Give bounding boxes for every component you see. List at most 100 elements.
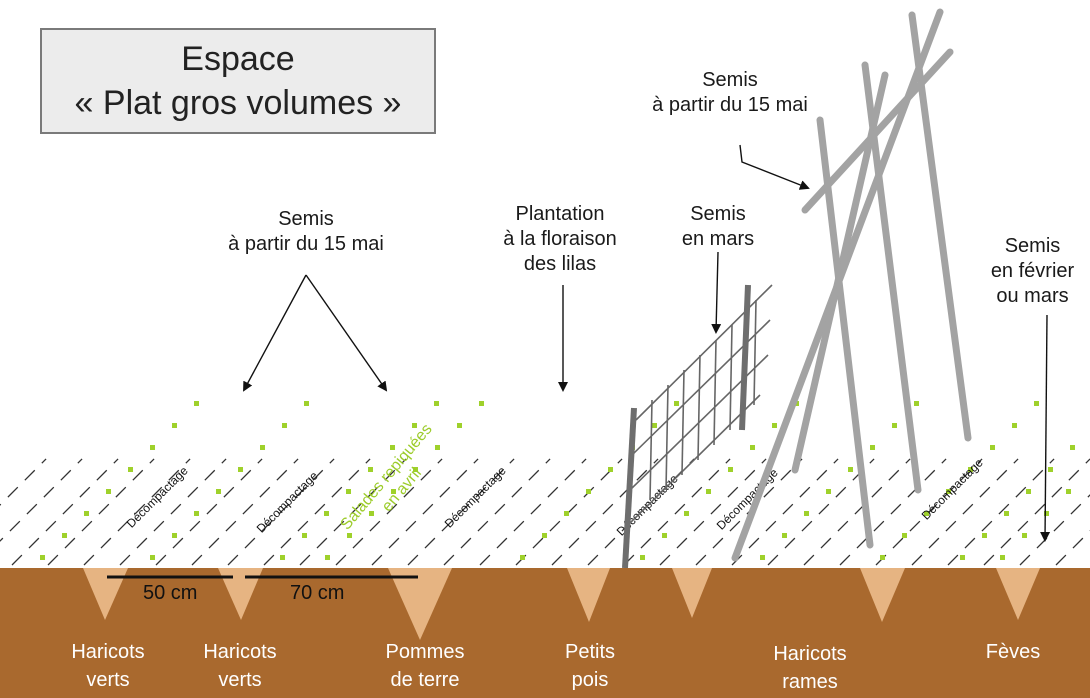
seed-dot xyxy=(412,423,417,428)
pea-trellis-posts xyxy=(622,284,751,569)
seed-dot xyxy=(1012,423,1017,428)
seed-dot xyxy=(62,533,67,538)
seed-dot xyxy=(982,533,987,538)
seed-dot xyxy=(990,445,995,450)
seed-dot xyxy=(924,511,929,516)
crop-label-line-1: Haricots xyxy=(71,641,145,663)
seed-dot xyxy=(564,511,569,516)
dashed-row-line xyxy=(155,458,263,566)
measure-label-1: 50 cm xyxy=(143,582,198,604)
annotation-semis-poles-line-1: Semis xyxy=(702,69,758,91)
arrows xyxy=(243,144,1051,542)
seed-dot xyxy=(84,511,89,516)
dashed-row-line xyxy=(623,458,731,566)
bean-poles xyxy=(731,8,972,562)
seed-dot xyxy=(968,467,973,472)
seed-dot xyxy=(870,445,875,450)
annotation-semis-feves-line-1: Semis xyxy=(1004,235,1061,257)
seed-dot xyxy=(304,401,309,406)
seed-dot xyxy=(347,533,352,538)
dashed-row-line xyxy=(371,458,479,566)
title-line-2: « Plat gros volumes » xyxy=(74,84,402,122)
seed-dot xyxy=(325,555,330,560)
crop-label-line-2: pois xyxy=(571,669,609,691)
dashed-row-line xyxy=(191,458,299,566)
seed-dot xyxy=(390,445,395,450)
annotation-semis-left-line-2: à partir du 15 mai xyxy=(228,233,384,255)
dashed-row-line xyxy=(947,458,1055,566)
title-line-1: Espace xyxy=(181,40,295,78)
seed-dot xyxy=(194,511,199,516)
crop-label-line-2: verts xyxy=(218,669,262,691)
seed-dot xyxy=(40,555,45,560)
crop-label: Pommes de terre xyxy=(360,638,490,694)
crop-label: Fèves xyxy=(958,638,1068,666)
seed-dot xyxy=(106,489,111,494)
dashed-row-line xyxy=(227,458,335,566)
seed-dot xyxy=(391,489,396,494)
dashed-row-line xyxy=(335,458,443,566)
dashed-row-line xyxy=(83,458,191,566)
seed-dot xyxy=(750,445,755,450)
decompactage-label: Décompactage xyxy=(124,463,191,530)
salades-label: Salades repiquées en avril xyxy=(337,421,435,533)
crop-label-line-2: verts xyxy=(86,669,130,691)
seed-dot xyxy=(302,533,307,538)
seed-dot xyxy=(1048,467,1053,472)
seed-dot xyxy=(848,467,853,472)
seed-dot xyxy=(216,489,221,494)
dashed-row-line xyxy=(983,458,1090,566)
seed-dot xyxy=(662,533,667,538)
seed-dot xyxy=(728,467,733,472)
dashed-rows xyxy=(0,458,1090,566)
dashed-row-line xyxy=(767,458,875,566)
dashed-row-line xyxy=(875,458,983,566)
dashed-row-line xyxy=(1055,530,1090,566)
seed-dot xyxy=(902,533,907,538)
seed-dot xyxy=(640,555,645,560)
seed-dot xyxy=(520,555,525,560)
seed-dot xyxy=(608,467,613,472)
seed-dot xyxy=(150,445,155,450)
seed-dot xyxy=(172,423,177,428)
annotation-plantation: Plantation à la floraison des lilas xyxy=(480,202,640,277)
annotation-semis-feves-line-3: ou mars xyxy=(996,285,1069,307)
dashed-row-line xyxy=(839,458,947,566)
annotation-semis-mars: Semis en mars xyxy=(658,202,778,252)
seed-dot xyxy=(782,533,787,538)
seed-dot xyxy=(1070,445,1075,450)
seed-dot xyxy=(684,511,689,516)
dashed-row-line xyxy=(407,458,515,566)
seed-dot xyxy=(1026,489,1031,494)
seed-dot xyxy=(1066,489,1071,494)
seed-dot xyxy=(772,423,777,428)
dashed-row-line xyxy=(731,458,839,566)
crop-label: Petits pois xyxy=(530,638,650,694)
seed-dot xyxy=(892,423,897,428)
crop-label: Haricots verts xyxy=(180,638,300,694)
dashed-row-line xyxy=(515,458,623,566)
annotation-semis-feves: Semis en février ou mars xyxy=(980,234,1085,309)
seed-dot xyxy=(1004,511,1009,516)
decompactage-label: Décompactage xyxy=(254,468,321,535)
dashed-row-line xyxy=(803,458,911,566)
dashed-row-line xyxy=(551,458,659,566)
annotation-plantation-line-3: des lilas xyxy=(523,253,597,275)
seed-dot xyxy=(652,423,657,428)
seed-dot xyxy=(946,489,951,494)
seed-dot xyxy=(880,555,885,560)
dashed-row-line xyxy=(659,458,767,566)
annotation-semis-feves-line-2: en février xyxy=(990,260,1075,282)
annotation-semis-left-line-1: Semis xyxy=(278,208,334,230)
title-box: Espace « Plat gros volumes » xyxy=(40,28,436,134)
seed-dot xyxy=(434,401,439,406)
seed-dot xyxy=(368,467,373,472)
seed-dot xyxy=(238,467,243,472)
measure-label-2: 70 cm xyxy=(290,582,345,604)
seed-dot xyxy=(128,467,133,472)
soil-band xyxy=(0,568,1090,698)
seed-dot xyxy=(674,401,679,406)
annotation-plantation-line-2: à la floraison xyxy=(503,228,617,250)
dashed-row-line xyxy=(479,458,587,566)
